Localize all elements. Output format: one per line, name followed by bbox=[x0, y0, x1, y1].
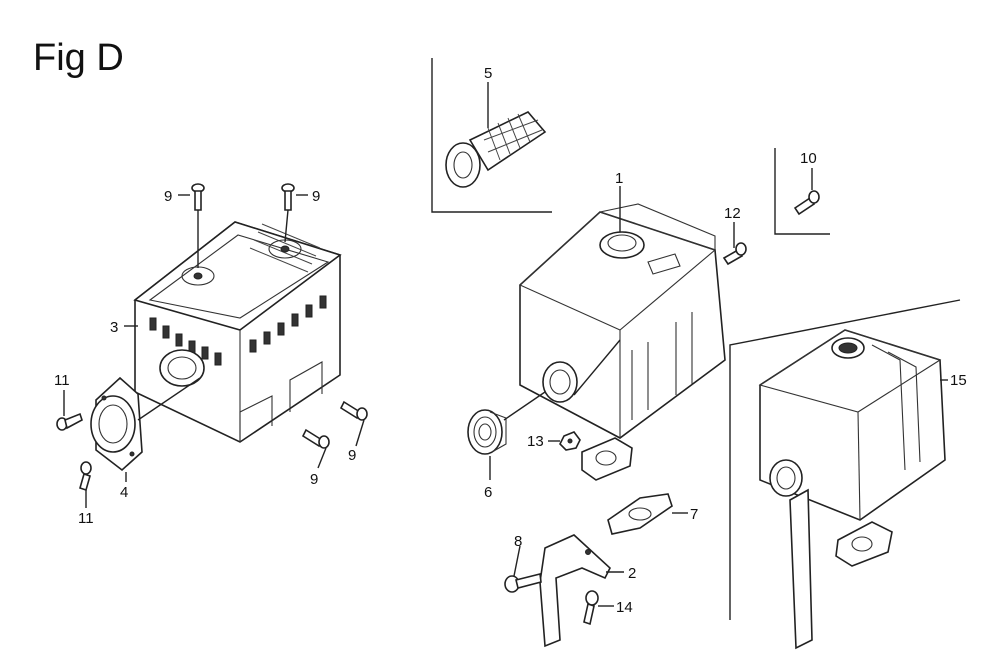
muffler bbox=[519, 203, 726, 481]
spark-arrester bbox=[445, 111, 547, 188]
muffler-protector bbox=[133, 221, 342, 443]
leader-lines bbox=[63, 82, 948, 607]
bolt-9-right bbox=[339, 400, 368, 421]
callout-9-right: 9 bbox=[348, 447, 356, 464]
nut-13 bbox=[559, 431, 581, 451]
callout-7: 7 bbox=[690, 506, 698, 523]
screw-11-bottom bbox=[79, 461, 92, 492]
bolt-8 bbox=[504, 573, 542, 593]
muffler-assembly bbox=[758, 329, 946, 650]
bolt-10 bbox=[793, 190, 820, 216]
callout-9-top-right: 9 bbox=[312, 188, 320, 205]
bolt-14 bbox=[583, 590, 599, 626]
callout-2: 2 bbox=[628, 565, 636, 582]
outlet-grommet bbox=[467, 409, 507, 455]
gasket bbox=[607, 493, 673, 535]
callout-1: 1 bbox=[615, 170, 623, 187]
bolt-9-top-right bbox=[281, 183, 295, 211]
callout-15: 15 bbox=[950, 372, 967, 389]
callout-11-bottom: 11 bbox=[78, 510, 94, 527]
callout-5: 5 bbox=[484, 65, 492, 82]
callout-11-top: 11 bbox=[54, 372, 70, 389]
bolt-9-bottom bbox=[301, 428, 330, 449]
bolt-12 bbox=[722, 242, 747, 266]
callout-3: 3 bbox=[110, 319, 118, 336]
muffler-stay bbox=[539, 534, 611, 648]
exhaust-cover bbox=[90, 376, 143, 472]
callout-12: 12 bbox=[724, 205, 741, 222]
callout-4: 4 bbox=[120, 484, 128, 501]
callout-13: 13 bbox=[527, 433, 544, 450]
callout-10: 10 bbox=[800, 150, 817, 167]
callout-9-top-left: 9 bbox=[164, 188, 172, 205]
figure-title: Fig D bbox=[33, 37, 124, 79]
bolt-9-top-left bbox=[191, 183, 205, 211]
callout-6: 6 bbox=[484, 484, 492, 501]
screw-11-top bbox=[56, 412, 83, 431]
callout-9-bottom: 9 bbox=[310, 471, 318, 488]
callout-14: 14 bbox=[616, 599, 633, 616]
callout-8: 8 bbox=[514, 533, 522, 550]
